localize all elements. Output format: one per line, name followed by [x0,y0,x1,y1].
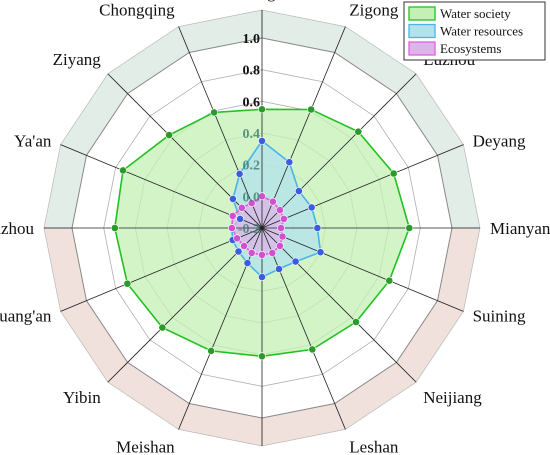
data-point [228,194,237,203]
data-point [233,234,241,243]
data-point [228,211,237,220]
category-label: Zigong [349,0,399,19]
category-label: Ziyang [53,50,102,69]
data-point [236,214,244,223]
data-point [165,131,173,139]
data-point [313,224,322,232]
legend-label: Ecosystems [440,41,501,56]
data-point [278,232,287,241]
data-point [123,279,132,288]
radial-tick-label: 0.4 [243,127,261,142]
category-label: Neijiang [423,388,482,407]
spoke [178,26,263,229]
category-label: Guang'an [0,306,52,325]
data-point [110,224,119,232]
legend-label: Water society [440,6,511,21]
data-point [119,166,127,175]
category-label: Yibin [63,388,101,407]
data-point [237,203,246,212]
data-point [316,248,325,257]
data-point [275,265,283,273]
data-point [352,318,360,326]
radial-tick-label: -0.2 [238,222,260,237]
spoke [60,144,263,229]
spoke [261,227,417,383]
data-point [308,345,317,354]
data-point [277,224,285,232]
spoke [261,227,464,312]
category-label: Meishan [116,438,175,455]
data-point [307,105,315,114]
data-point [268,197,277,206]
data-point [385,276,394,285]
data-point [294,187,303,195]
category-label: Deyang [473,132,526,151]
data-point [291,257,300,266]
data-point [258,250,266,259]
data-point [243,259,252,267]
data-point [389,169,398,178]
category-label: Chongqing [99,0,175,19]
spoke [107,73,263,229]
data-point [405,224,414,232]
data-point [258,136,266,145]
legend-swatch [408,23,436,39]
spoke [261,26,346,229]
radial-tick-label: 1.0 [243,32,261,47]
data-point [247,199,256,207]
legend-swatch [408,6,436,21]
radial-tick-label: 0.6 [243,95,261,110]
data-point [268,248,277,257]
data-point [207,346,215,355]
data-point [307,203,316,212]
category-label: Ya'an [14,132,52,151]
category-label: Mianyang [490,219,550,238]
data-point [235,169,244,178]
data-point [247,248,256,257]
data-point [275,241,284,250]
data-point [285,158,294,167]
legend-label: Water resources [440,24,523,39]
spoke [261,73,417,229]
data-point [279,214,288,223]
data-point [275,206,284,214]
data-point [258,273,266,281]
spoke [261,227,346,430]
data-point [158,323,167,332]
spoke [261,144,464,229]
data-point [234,247,243,256]
spoke [60,227,263,312]
legend-swatch [408,41,436,56]
category-label: Chengdu [231,0,293,2]
category-label: Dazhou [0,219,34,238]
data-point [240,241,248,250]
category-label: Suining [473,306,526,325]
data-point [258,352,266,361]
data-point [227,224,236,232]
radial-tick-label: 0.8 [243,64,261,79]
category-label: Leshan [349,438,399,455]
data-point [210,108,218,117]
data-point [354,127,363,136]
data-point [258,192,266,201]
radial-tick-label: 0.2 [243,159,261,174]
data-point [258,105,266,114]
radial-tick-label: 0.0 [243,190,261,205]
